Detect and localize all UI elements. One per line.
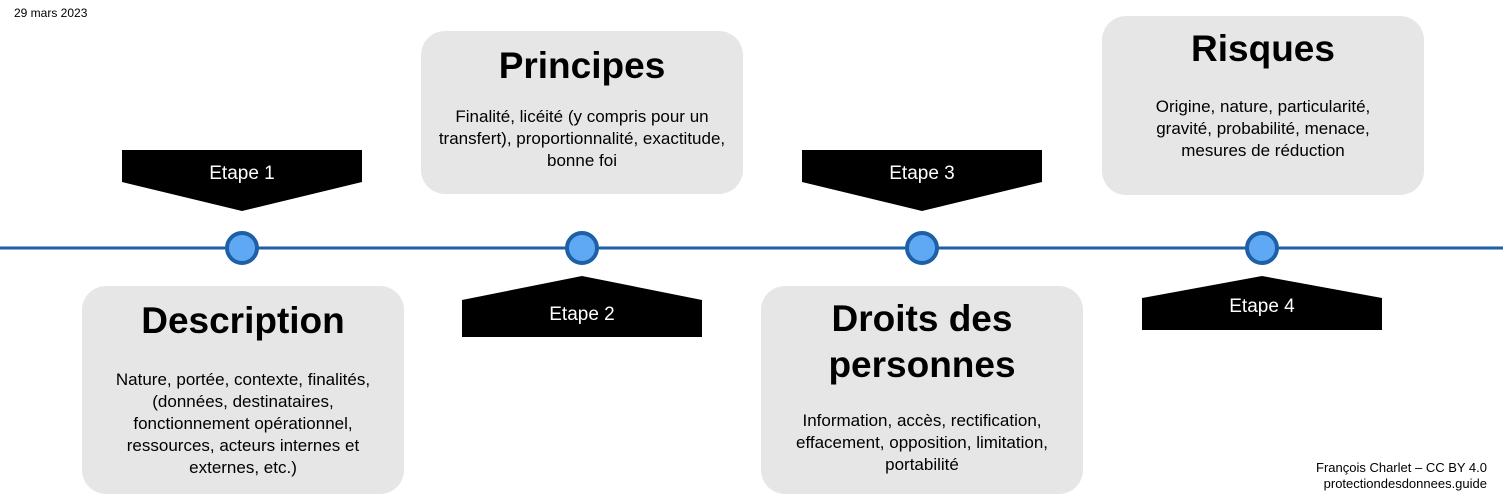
principes-card: Principes Finalité, licéité (y compris p…	[421, 31, 743, 194]
timeline-node-4	[1245, 231, 1279, 265]
step-1-marker: Etape 1	[122, 150, 362, 212]
step-2-marker: Etape 2	[462, 276, 702, 338]
timeline-node-1	[225, 231, 259, 265]
description-card: Description Nature, portée, contexte, fi…	[82, 286, 404, 494]
step-2-label: Etape 2	[549, 304, 615, 325]
risques-text: Origine, nature, particularité, gravité,…	[1155, 97, 1371, 160]
risques-title: Risques	[1191, 28, 1335, 69]
description-title: Description	[141, 300, 345, 341]
risques-card: Risques Origine, nature, particularité, …	[1102, 16, 1424, 195]
timeline-node-2	[565, 231, 599, 265]
step-1-shape	[122, 150, 362, 211]
credit-author: François Charlet – CC BY 4.0	[1316, 460, 1487, 475]
step-2-shape	[462, 276, 702, 337]
step-3-shape	[802, 150, 1042, 211]
droits-card: Droits des personnes Information, accès,…	[761, 286, 1083, 494]
step-4-marker: Etape 4	[1142, 276, 1382, 338]
timeline-node-3	[905, 231, 939, 265]
step-3-label: Etape 3	[889, 163, 955, 184]
credit: François Charlet – CC BY 4.0 protectiond…	[1316, 460, 1487, 492]
droits-title: Droits des personnes	[828, 298, 1016, 385]
step-3-marker: Etape 3	[802, 150, 1042, 212]
credit-site: protectiondesdonnees.guide	[1323, 476, 1487, 491]
step-1-label: Etape 1	[209, 163, 275, 184]
droits-text: Information, accès, rectification, effac…	[796, 411, 1048, 474]
step-4-shape	[1142, 276, 1382, 330]
date-label: 29 mars 2023	[14, 6, 88, 20]
description-text: Nature, portée, contexte, finalités, (do…	[115, 370, 371, 477]
step-4-label: Etape 4	[1229, 296, 1295, 317]
principes-text: Finalité, licéité (y compris pour un tra…	[438, 107, 726, 170]
principes-title: Principes	[498, 45, 666, 86]
